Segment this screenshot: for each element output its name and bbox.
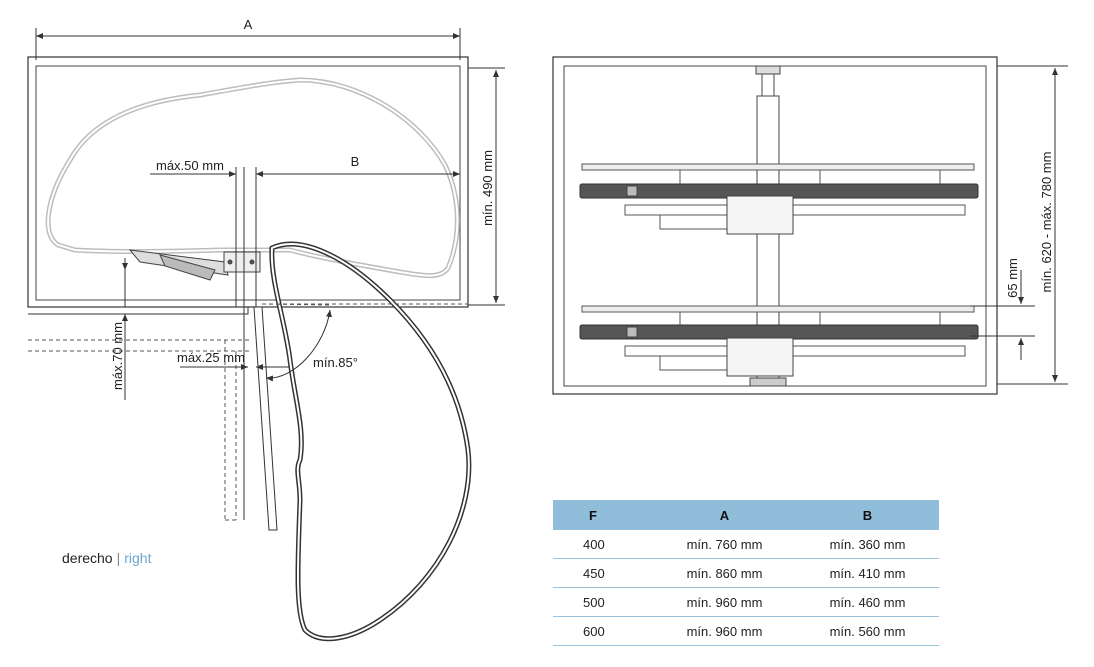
gap-label: 65 mm [1005, 258, 1020, 298]
cell-b: mín. 360 mm [796, 530, 939, 559]
lower-tray [579, 305, 979, 377]
height-range-label: mín. 620 - máx. 780 mm [1039, 152, 1054, 293]
dimensions-table: F A B 400 mín. 760 mm mín. 360 mm 450 mí… [553, 500, 939, 646]
cell-b: mín. 560 mm [796, 616, 939, 646]
dim-a-label: A [244, 17, 253, 32]
header-f: F [553, 500, 653, 530]
table-row: 500 mín. 960 mm mín. 460 mm [553, 587, 939, 617]
door-panel [253, 306, 278, 531]
hinge-mechanism [128, 249, 261, 281]
table-row: 400 mín. 760 mm mín. 360 mm [553, 530, 939, 559]
table-header-row: F A B [553, 500, 939, 530]
max25-label: máx.25 mm [177, 350, 245, 365]
cell-f: 500 [553, 587, 653, 617]
caption-es: derecho [62, 550, 113, 566]
min490-label: mín. 490 mm [480, 150, 495, 226]
orientation-caption: derecho|right [62, 550, 151, 566]
max70-label: máx.70 mm [110, 322, 125, 390]
table-row: 450 mín. 860 mm mín. 410 mm [553, 558, 939, 588]
left-plan-view: A B máx.50 mm mín. 490 mm máx.70 mm máx.… [27, 17, 505, 642]
cell-f: 400 [553, 530, 653, 559]
cell-f: 600 [553, 616, 653, 646]
cell-a: mín. 960 mm [653, 587, 796, 617]
cell-b: mín. 410 mm [796, 558, 939, 588]
max50-label: máx.50 mm [156, 158, 224, 173]
cell-b: mín. 460 mm [796, 587, 939, 617]
min85-label: mín.85° [313, 355, 358, 370]
header-a: A [653, 500, 796, 530]
cell-a: mín. 860 mm [653, 558, 796, 588]
cell-f: 450 [553, 558, 653, 588]
header-b: B [796, 500, 939, 530]
table-row: 600 mín. 960 mm mín. 560 mm [553, 616, 939, 646]
upper-tray [579, 163, 979, 235]
right-front-view: mín. 620 - máx. 780 mm 65 mm [552, 56, 1068, 395]
caption-en: right [124, 550, 152, 566]
caption-separator: | [116, 550, 121, 566]
cell-a: mín. 960 mm [653, 616, 796, 646]
cell-a: mín. 760 mm [653, 530, 796, 559]
dim-b-label: B [351, 154, 360, 169]
